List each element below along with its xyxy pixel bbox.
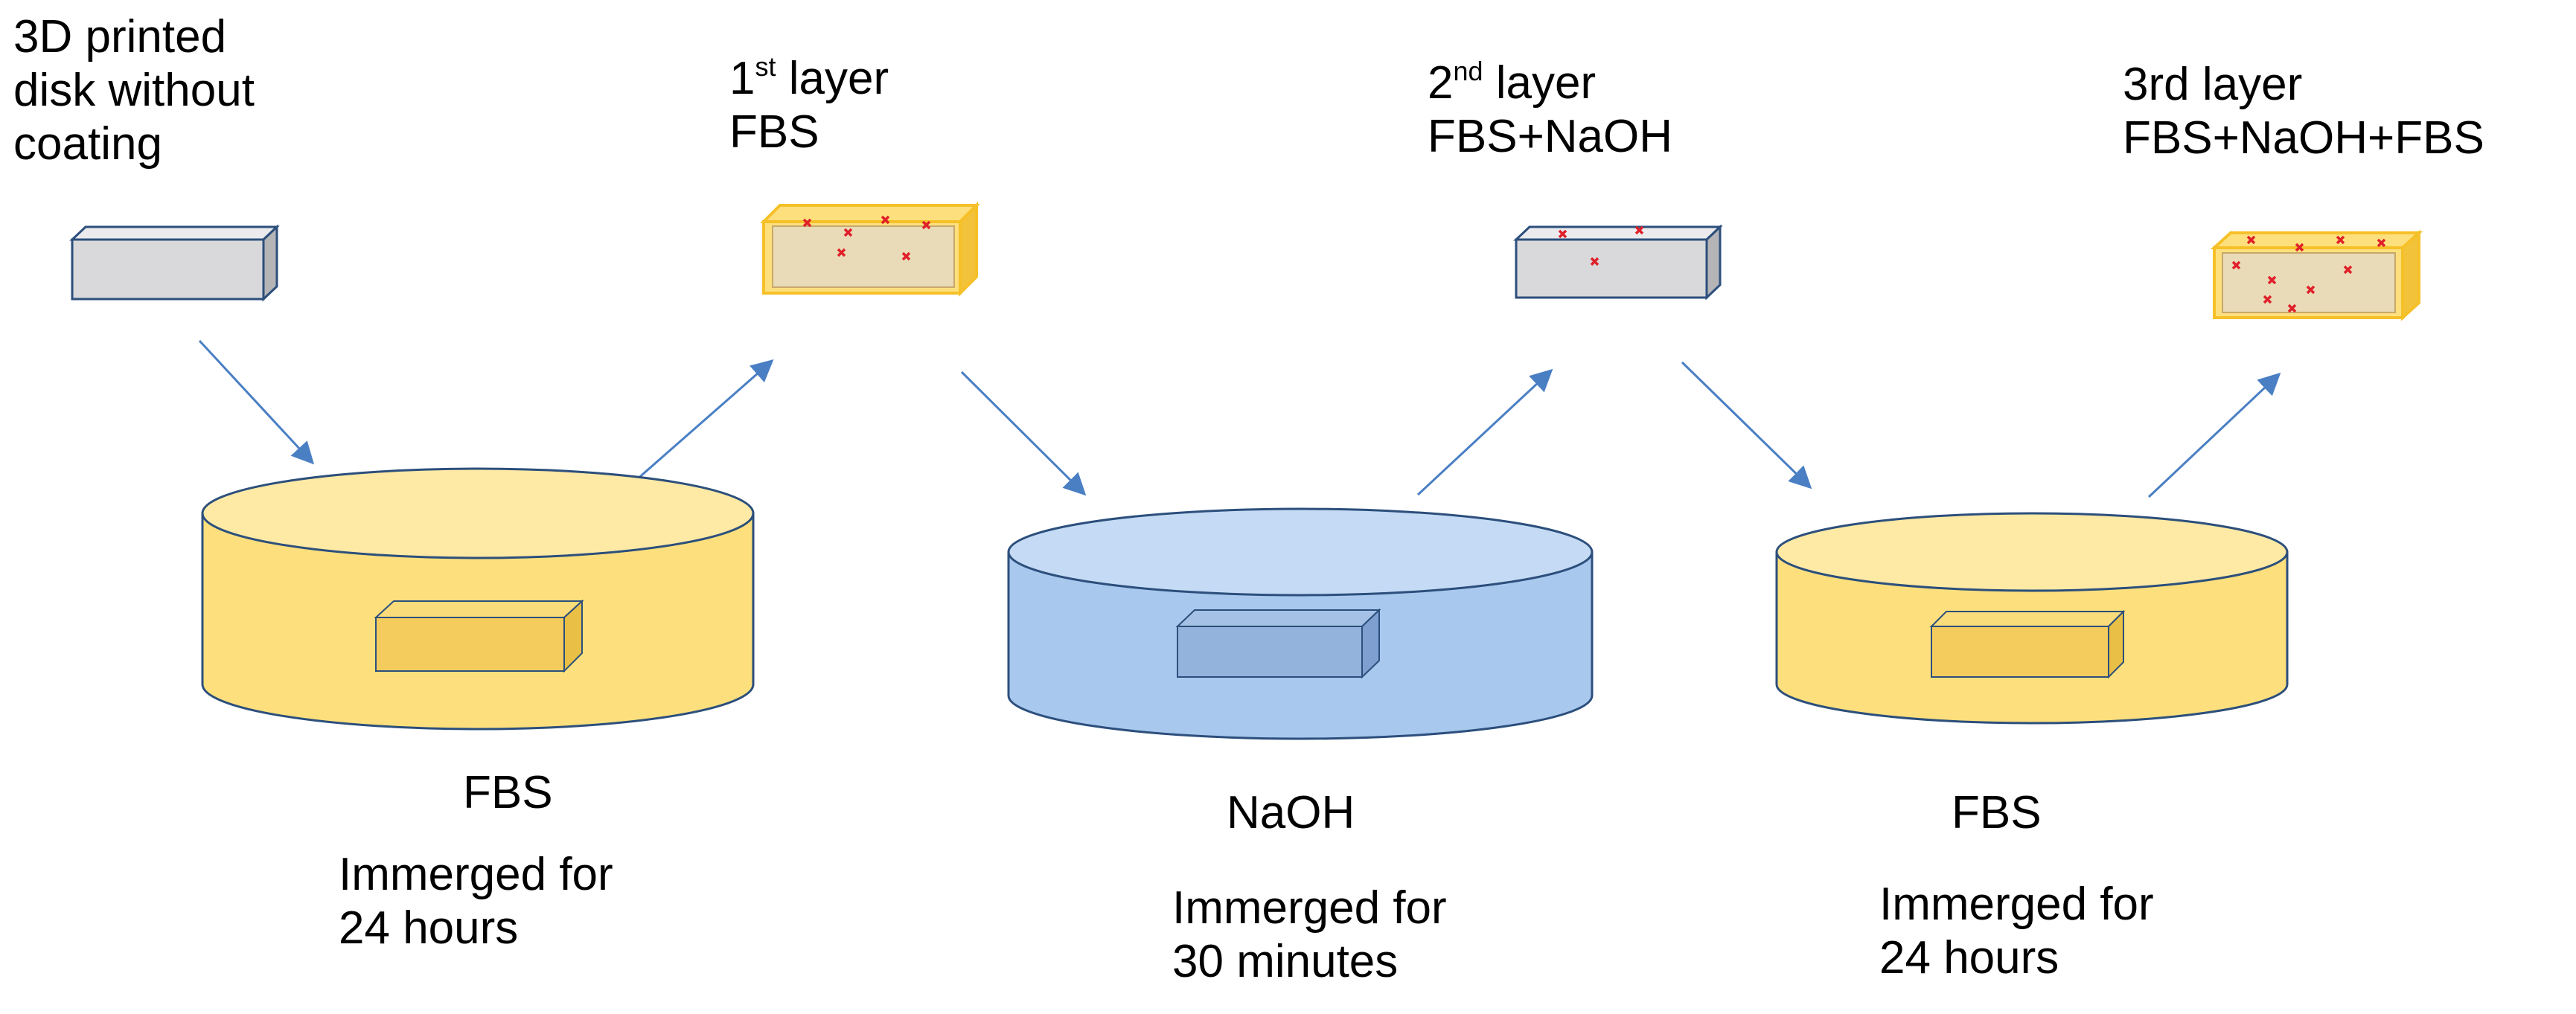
bath-3-solution-label: FBS	[1952, 787, 2042, 838]
arrow-into-bath-3	[1681, 361, 1812, 490]
layer-3-label: 3rd layer FBS+NaOH+FBS	[2123, 58, 2484, 165]
bath-3	[1775, 512, 2289, 725]
start-label-line-2: disk without	[13, 65, 255, 116]
fbs-markers	[2231, 235, 2386, 313]
bath-2	[1007, 507, 1594, 740]
bath-1	[201, 467, 755, 731]
disk-layer-1	[760, 202, 980, 297]
layer-2-label: 2nd layer FBS+NaOH	[1428, 57, 1672, 164]
arrow-out-bath-2	[1416, 368, 1553, 496]
disk-layer-2	[1513, 224, 1723, 301]
arrow-out-bath-3	[2147, 372, 2281, 498]
bath-2-solution-label: NaOH	[1227, 787, 1355, 838]
uncoated-disk	[69, 224, 280, 302]
bath-2-duration-label: Immerged for 30 minutes	[1172, 882, 1447, 987]
start-label-line-3: coating	[13, 118, 162, 170]
disk-layer-3	[2210, 229, 2423, 321]
layer-2-composition: FBS+NaOH	[1428, 111, 1673, 162]
layer-1-title: 1st layer	[729, 51, 889, 104]
fbs-markers	[802, 215, 931, 261]
start-disk-label: 3D printed disk without coating	[13, 10, 255, 171]
arrow-into-bath-1	[198, 339, 315, 465]
bath-1-duration-label: Immerged for 24 hours	[339, 849, 613, 954]
arrow-out-bath-1	[636, 359, 774, 481]
layer-3-composition: FBS+NaOH+FBS	[2123, 112, 2484, 164]
bath-3-duration-label: Immerged for 24 hours	[1879, 879, 2154, 983]
layer-2-title: 2nd layer	[1428, 56, 1597, 109]
arrow-into-bath-2	[960, 370, 1087, 496]
immersed-disk	[1929, 609, 2126, 679]
layer-1-label: 1st layer FBS	[729, 52, 889, 159]
immersed-disk	[1175, 608, 1381, 679]
bath-1-solution-label: FBS	[463, 767, 553, 818]
immersed-disk	[374, 599, 584, 673]
layer-3-title: 3rd layer	[2123, 59, 2303, 110]
layer-1-composition: FBS	[729, 106, 819, 158]
fbs-markers	[1558, 225, 1644, 266]
arrows	[198, 339, 2281, 498]
start-label-line-1: 3D printed	[13, 11, 227, 62]
